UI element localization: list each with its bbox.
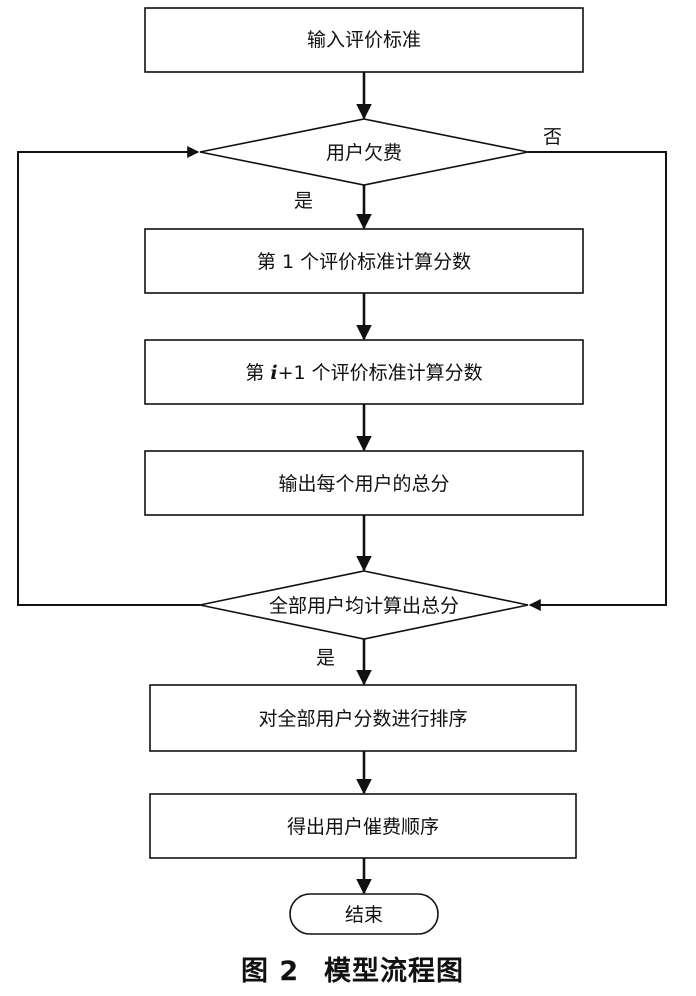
no-branch-line xyxy=(528,151,667,611)
output-total-box xyxy=(144,450,584,516)
loop-back-line xyxy=(17,146,200,606)
calc-first-label: 第 1 个评价标准计算分数 xyxy=(257,251,471,273)
figure-title: 模型流程图 xyxy=(324,956,464,987)
calc-next-box xyxy=(144,339,584,405)
branch-no-label: 否 xyxy=(543,126,562,148)
all-done-decision-label: 全部用户均计算出总分 xyxy=(269,595,459,617)
sort-box xyxy=(149,684,577,752)
input-criteria-label: 输入评价标准 xyxy=(307,29,421,51)
calc-next-prefix: 第 xyxy=(245,362,270,384)
calc-next-label: 第 i+1 个评价标准计算分数 xyxy=(245,362,482,384)
end-terminal xyxy=(289,893,439,935)
calc-next-variable: i xyxy=(270,362,277,384)
calc-first-box xyxy=(144,228,584,294)
output-total-label: 输出每个用户的总分 xyxy=(278,473,449,495)
calc-next-suffix: +1 个评价标准计算分数 xyxy=(278,362,483,384)
end-label: 结束 xyxy=(345,904,383,926)
branch-yes-label-1: 是 xyxy=(294,190,313,212)
figure-number: 图 2 xyxy=(241,956,299,987)
order-box xyxy=(149,793,577,859)
branch-yes-label-2: 是 xyxy=(316,647,335,669)
input-criteria-box xyxy=(144,7,584,73)
arrears-decision-label: 用户欠费 xyxy=(326,142,402,164)
sort-label: 对全部用户分数进行排序 xyxy=(258,708,467,730)
order-label: 得出用户催费顺序 xyxy=(287,816,439,838)
